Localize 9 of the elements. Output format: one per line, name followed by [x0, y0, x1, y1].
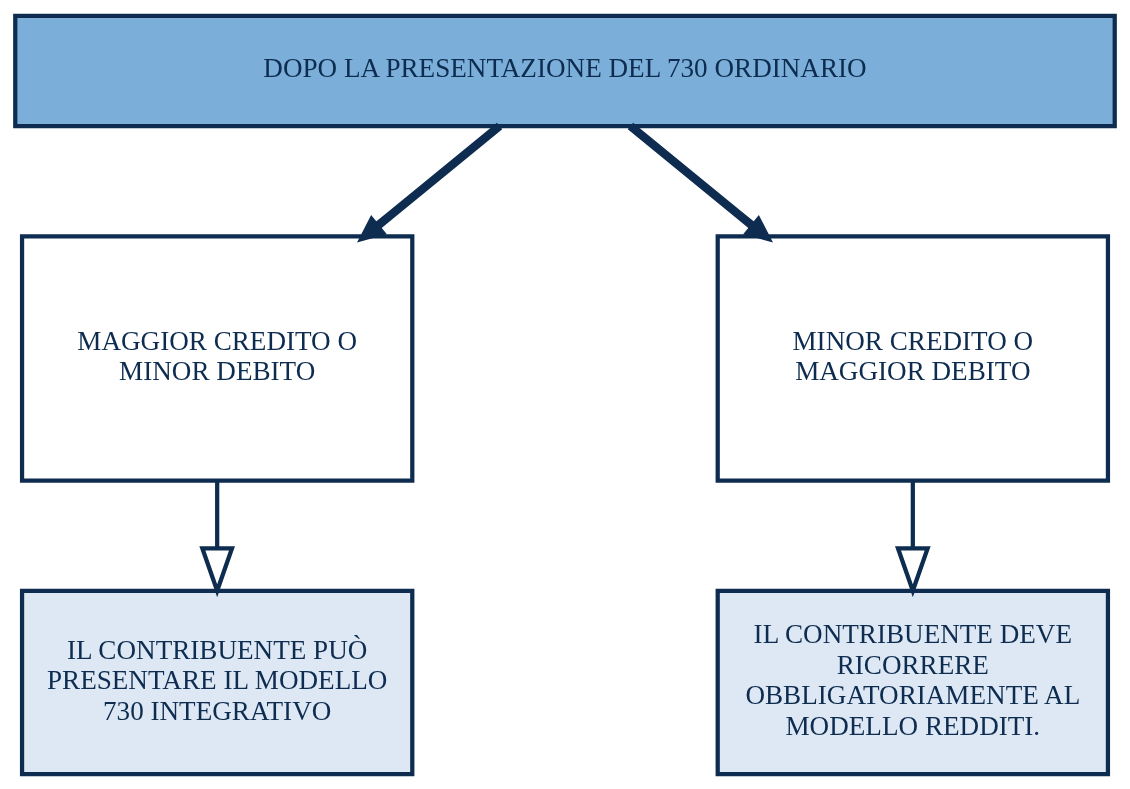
node-box: IL CONTRIBUENTE PUÒ PRESENTARE IL MODELLO 730 INTEGRATIVO: [19, 588, 415, 776]
node-box: DOPO LA PRESENTAZIONE DEL 730 ORDINARIO: [13, 13, 1117, 128]
arrow: [895, 480, 931, 597]
arrow: [357, 122, 503, 243]
arrow: [627, 122, 773, 243]
node-box: MAGGIOR CREDITO O MINOR DEBITO: [19, 233, 415, 483]
node-box: MINOR CREDITO O MAGGIOR DEBITO: [715, 233, 1111, 483]
node-box: IL CONTRIBUENTE DEVE RICORRERE OBBLIGATORIAMENTE AL MODELLO REDDITI.: [715, 588, 1111, 776]
arrow: [199, 480, 235, 597]
